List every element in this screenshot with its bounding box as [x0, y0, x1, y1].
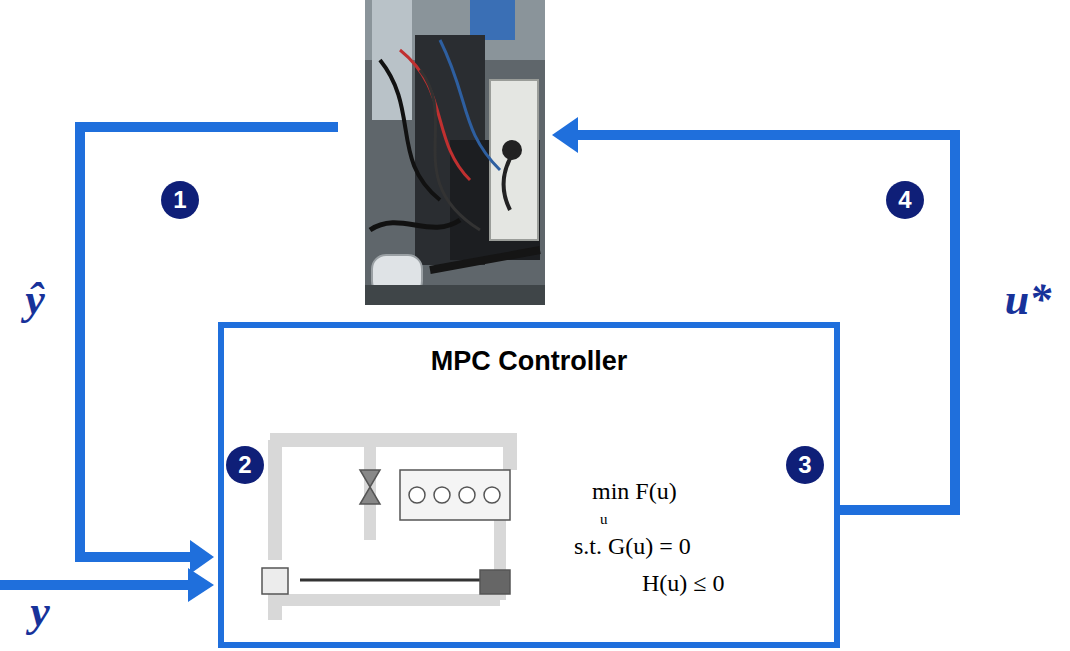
engine-schematic: [262, 440, 510, 620]
engine-photo: [365, 0, 545, 305]
inequality-constraint: H(u) ≤ 0: [642, 570, 725, 598]
callout-number: 1: [161, 181, 199, 219]
signal-name: y: [30, 590, 50, 634]
callout-number: 2: [226, 446, 264, 484]
objective: min F(u): [592, 478, 677, 506]
signal-name: u*: [1005, 278, 1051, 322]
mpc-controller-box: MPC Controller min F(u) u s.t. G(u) = 0 H(u)…: [218, 322, 840, 648]
box-title: MPC Controller: [224, 346, 834, 377]
callout-number: 4: [886, 181, 924, 219]
signal-arrows: [0, 117, 955, 602]
signal-name: ŷ: [25, 278, 45, 322]
subscript-variable: u: [600, 511, 608, 528]
equality-constraint: s.t. G(u) = 0: [574, 533, 691, 561]
callout-number: 3: [786, 446, 824, 484]
